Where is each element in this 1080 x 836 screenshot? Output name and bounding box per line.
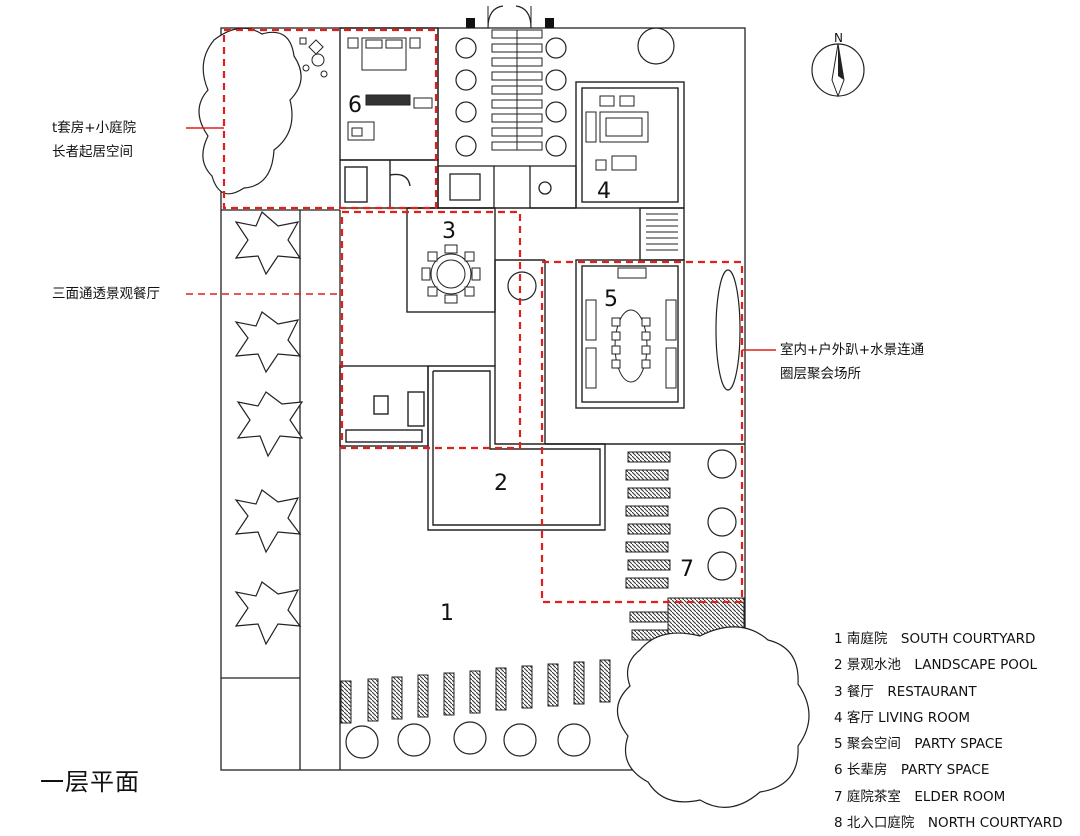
outer-walls <box>220 27 746 771</box>
legend-item: 8 北入口庭院 NORTH COURTYARD <box>834 815 1063 832</box>
annotation-line: 圈层聚会场所 <box>780 366 861 382</box>
annotation-line: 三面通透景观餐厅 <box>52 286 160 302</box>
north-entrance-gate <box>466 5 554 29</box>
annotation-elder-suite: t套房+小庭院 长者起居空间 <box>52 116 136 164</box>
party-table <box>585 267 677 389</box>
landscape-pool <box>427 365 606 531</box>
annotation-party: 室内+户外趴+水景连通 圈层聚会场所 <box>780 338 924 386</box>
dining-table <box>421 244 481 304</box>
staircase <box>646 213 678 251</box>
north-label: N <box>834 31 843 45</box>
legend-item: 5 聚会空间 PARTY SPACE <box>834 736 1003 753</box>
east-stepping-stones <box>625 451 671 641</box>
north-arrow: N <box>811 31 865 98</box>
legend-item: 1 南庭院 SOUTH COURTYARD <box>834 631 1036 647</box>
zone-outlines <box>222 28 744 604</box>
annotation-dining: 三面通透景观餐厅 <box>52 282 160 306</box>
upper-garden-features <box>299 37 328 78</box>
room-number-3: 3 <box>442 219 456 244</box>
south-paving <box>340 659 611 724</box>
legend-item: 6 长辈房 PARTY SPACE <box>834 762 990 779</box>
room-number-4: 4 <box>597 179 611 204</box>
legend-item: 3 餐厅 RESTAURANT <box>834 683 977 700</box>
annotation-line: t套房+小庭院 <box>52 120 137 136</box>
legend-item: 2 景观水池 LANDSCAPE POOL <box>834 657 1038 674</box>
lounge-room <box>339 365 429 447</box>
room-4-furniture <box>585 95 649 171</box>
trees <box>198 27 810 808</box>
room-5-walls <box>545 259 745 445</box>
room-number-2: 2 <box>494 471 508 496</box>
plan-title: 一层平面 <box>40 768 140 796</box>
annotation-line: 长者起居空间 <box>52 144 133 160</box>
service-rooms <box>437 28 577 209</box>
room-6-furniture <box>347 37 433 141</box>
legend-item: 7 庭院茶室 ELDER ROOM <box>834 788 1006 805</box>
room-number-1: 1 <box>440 601 454 626</box>
legend-item: 4 客厅 LIVING ROOM <box>834 709 971 726</box>
legend: 1 南庭院 SOUTH COURTYARD 2 景观水池 LANDSCAPE P… <box>834 626 1062 836</box>
entrance-paving <box>491 29 543 151</box>
room-number-6: 6 <box>348 93 362 118</box>
room-number-7: 7 <box>680 557 694 582</box>
room-4-walls <box>575 81 685 261</box>
room-number-5: 5 <box>604 287 618 312</box>
leader-lines <box>186 127 776 351</box>
annotation-line: 室内+户外趴+水景连通 <box>780 342 925 358</box>
